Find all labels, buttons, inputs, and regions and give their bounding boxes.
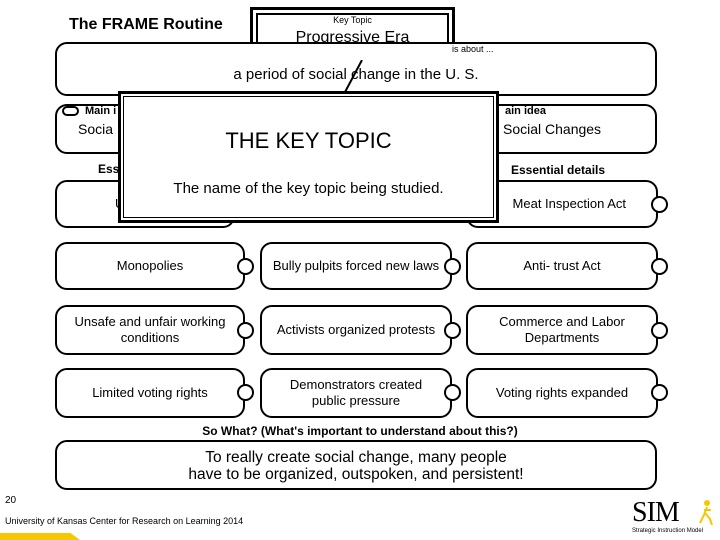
so-what-line2: have to be organized, outspoken, and per… [188,466,524,483]
detail-row4-middle: Demonstrators created public pressure [260,368,452,418]
key-topic-popup[interactable]: THE KEY TOPIC The name of the key topic … [118,91,499,223]
row3-right-connector-icon [651,322,668,339]
detail-row3-right: Commerce and Labor Departments [466,305,658,355]
detail-row4-right: Voting rights expanded [466,368,658,418]
accent-bar [0,533,80,540]
main-idea-left-value: Socia [78,121,114,137]
essential-details-right-label: Essential details [511,163,606,177]
main-idea-right-box [470,104,657,154]
so-what-line1: To really create social change, many peo… [205,449,507,466]
detail-row3-left: Unsafe and unfair working conditions [55,305,245,355]
main-idea-left-toggle-icon[interactable] [62,106,79,116]
detail-row2-left: Monopolies [55,242,245,290]
routine-title: The FRAME Routine [69,16,223,33]
is-about-box [55,42,657,96]
sim-logo-figure-icon [699,500,713,525]
main-idea-right-label: ain idea [505,105,546,117]
row2-left-connector-icon [237,258,254,275]
detail-row2-middle: Bully pulpits forced new laws [260,242,452,290]
row3-middle-connector-icon [444,322,461,339]
main-idea-right-value: Social Changes [503,121,602,137]
connector-line [343,60,363,95]
so-what-label: So What? (What's important to understand… [202,424,518,438]
detail-row3-middle: Activists organized protests [260,305,452,355]
row2-middle-connector-icon [444,258,461,275]
popup-description: The name of the key topic being studied. [173,180,444,197]
main-idea-left-label: Main i [85,105,117,117]
so-what-box [55,440,657,490]
row4-middle-connector-icon [444,384,461,401]
key-topic-value: Progressive Era [295,29,410,46]
popup-title: THE KEY TOPIC [225,128,392,153]
sim-logo-subtext: Strategic Instruction Model [632,528,704,534]
row3-left-connector-icon [237,322,254,339]
footer-credit: University of Kansas Center for Research… [5,516,244,526]
row1-right-connector-icon [651,196,668,213]
is-about-label: is about ... [452,44,494,54]
is-about-value: a period of social change in the U. S. [233,66,479,83]
key-topic-label: Key Topic [333,15,372,25]
sim-logo: SIM Strategic Instruction Model [632,497,717,537]
row4-right-connector-icon [651,384,668,401]
row2-right-connector-icon [651,258,668,275]
essential-details-left-label: Ess [98,162,120,176]
row4-left-connector-icon [237,384,254,401]
page-number: 20 [5,495,17,506]
detail-row4-left: Limited voting rights [55,368,245,418]
sim-logo-text: SIM [632,497,680,528]
detail-row2-right: Anti- trust Act [466,242,658,290]
